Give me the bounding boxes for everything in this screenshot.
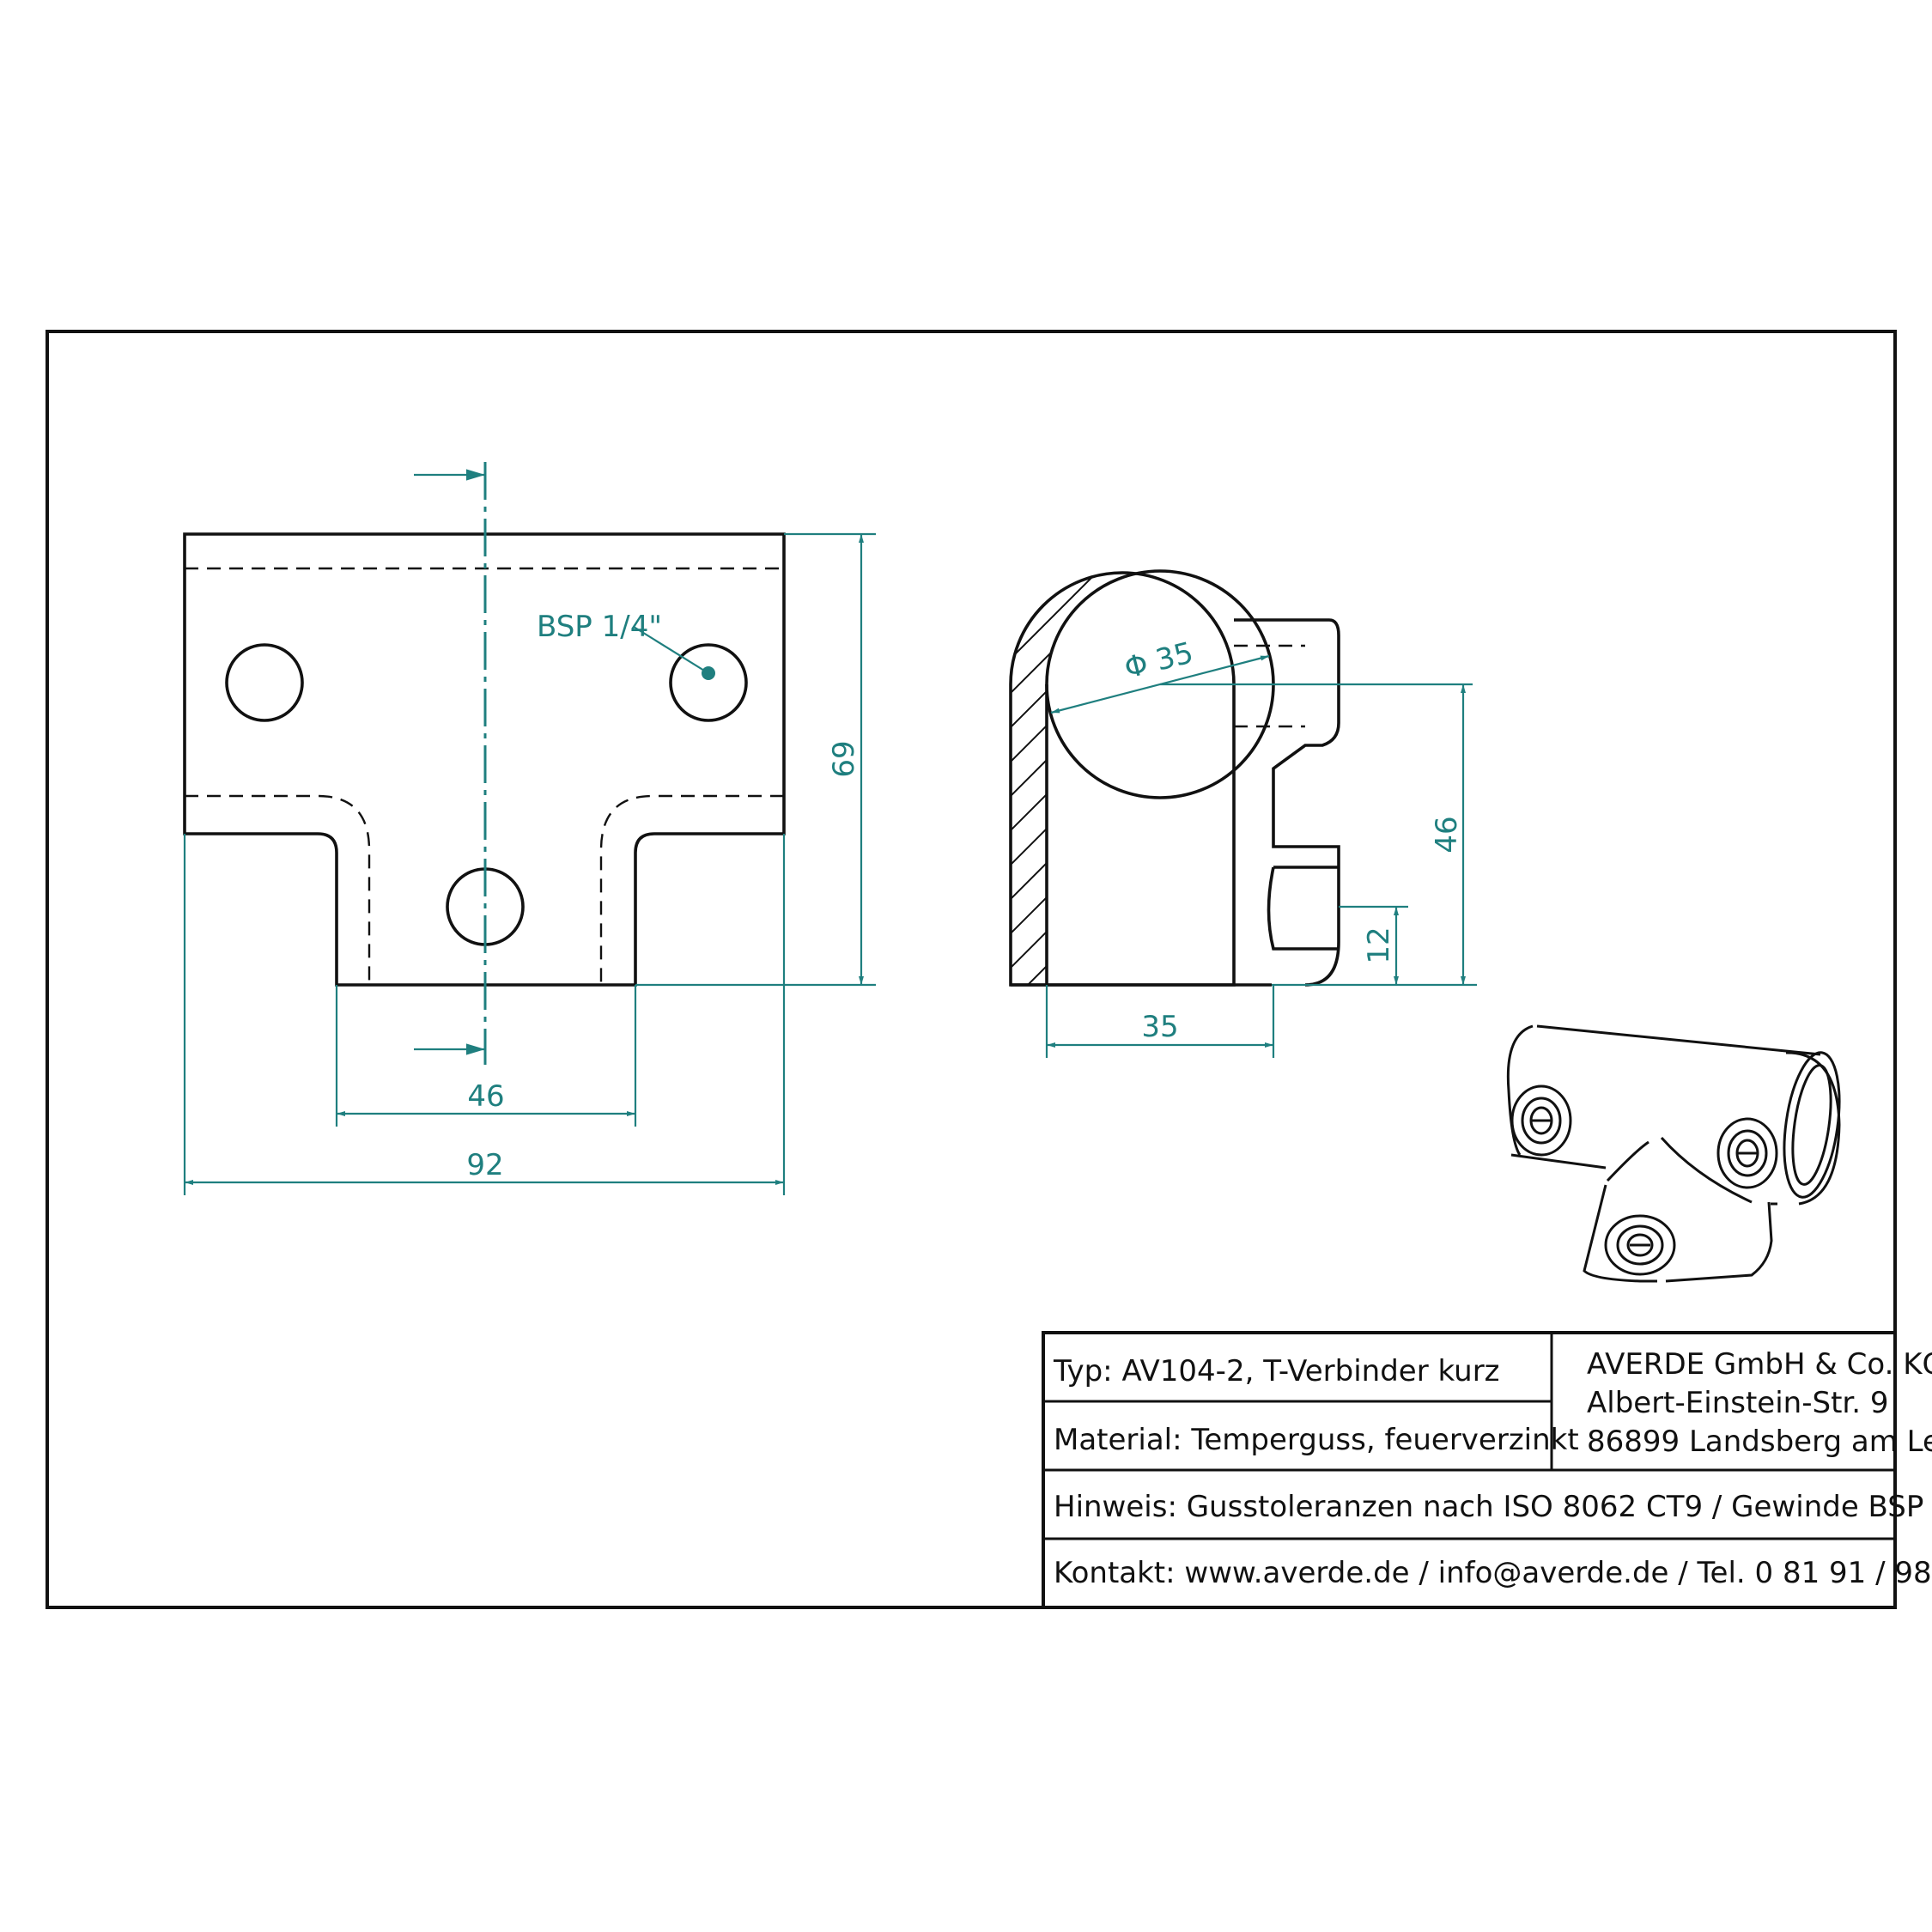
title-block: Typ: AV104-2, T-Verbinder kurz Material:…: [1042, 1331, 1932, 1609]
dim-46-side-label: 46: [1430, 816, 1464, 853]
dim-12-label: 12: [1362, 927, 1396, 963]
bsp-label: BSP 1/4": [537, 610, 662, 644]
side-hidden-arc: [1045, 683, 1275, 799]
dim-69-label: 69: [827, 740, 861, 777]
section-hatching: [1011, 573, 1234, 985]
isometric-illustration: [1506, 1024, 1841, 1283]
front-hidden-bore-left: [185, 794, 371, 985]
side-lug-bottom-step: [1267, 866, 1339, 951]
bsp-leader-line: [633, 626, 709, 674]
dim-35-label: 35: [1141, 1010, 1178, 1044]
company-city: 86899 Landsberg am Lech: [1587, 1425, 1932, 1459]
company-street: Albert-Einstein-Str. 9: [1587, 1386, 1889, 1420]
side-view-outline: [1009, 571, 1236, 987]
dim-46-front-label: 46: [467, 1079, 504, 1114]
front-hole-right: [669, 643, 748, 722]
dim-92-label: 92: [466, 1148, 503, 1182]
title-note: Hinweis: Gusstoleranzen nach ISO 8062 CT…: [1054, 1490, 1932, 1524]
title-material: Material: Temperguss, feuerverzinkt: [1054, 1423, 1579, 1457]
front-view: BSP 1/4" 69 46 92: [183, 462, 876, 1195]
front-hidden-bore-right: [599, 794, 784, 985]
company-name: AVERDE GmbH & Co. KG: [1587, 1347, 1932, 1382]
title-type: Typ: AV104-2, T-Verbinder kurz: [1053, 1354, 1500, 1388]
side-lug-bottom: [1272, 838, 1340, 987]
side-lug-top: [1234, 618, 1340, 838]
front-hole-left: [225, 643, 304, 722]
title-contact: Kontakt: www.averde.de / info@averde.de …: [1054, 1556, 1932, 1590]
drawing-frame: [46, 330, 1897, 1609]
side-view: Φ 35 46 12 35: [1009, 569, 1477, 1058]
